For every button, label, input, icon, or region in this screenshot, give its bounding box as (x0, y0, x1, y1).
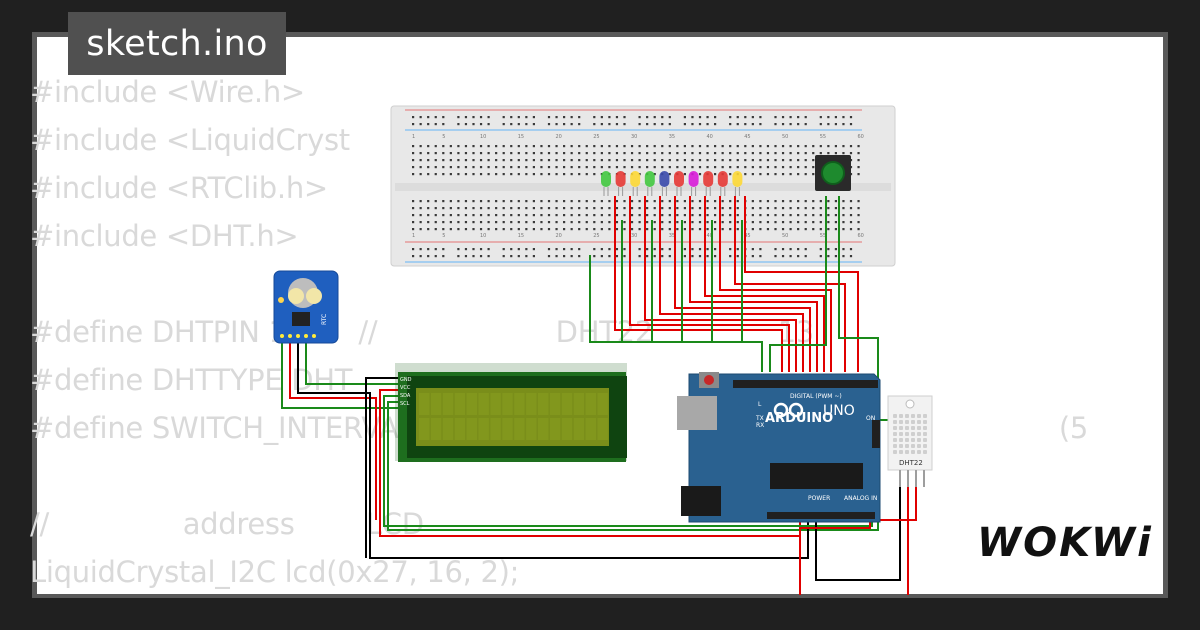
led (630, 171, 641, 196)
on-label: ON (866, 415, 875, 422)
code-line: #include <RTClib.h> (30, 171, 328, 205)
code-line: LiquidCrystal_I2C lcd(0x27, 16, 2); (30, 555, 520, 589)
sketch-filename-tab[interactable]: sketch.ino (68, 12, 286, 75)
breadboard-number: 5 (442, 134, 445, 140)
breadboard-number: 5 (442, 233, 445, 239)
breadboard-number: 40 (706, 134, 712, 140)
breadboard-number: 10 (480, 134, 486, 140)
led (703, 171, 714, 196)
power-label: POWER (808, 495, 830, 502)
breadboard-number: 25 (593, 134, 599, 140)
breadboard-number: 55 (820, 134, 826, 140)
led (688, 171, 699, 196)
tx-label: TX (755, 415, 764, 422)
breadboard-number: 45 (744, 233, 750, 239)
lcd-pin-sda: SDA (400, 393, 411, 399)
breadboard-number: 15 (518, 233, 524, 239)
arduino-uno: ARDUINO UNO DIGITAL (PWM ~) POWER ANALOG… (677, 372, 881, 523)
breadboard-number: 60 (857, 233, 863, 239)
breadboard-number: 60 (857, 134, 863, 140)
breadboard-number: 50 (782, 233, 788, 239)
breadboard-number: 30 (631, 233, 637, 239)
breadboard-number: 50 (782, 134, 788, 140)
dht22-sensor: DHT22 (887, 395, 933, 487)
l-label: L (758, 401, 762, 408)
wires (281, 196, 925, 595)
code-line: #define DHTTYPE DHT (30, 363, 353, 397)
breadboard-number: 55 (820, 233, 826, 239)
analog-label: ANALOG IN (844, 495, 877, 502)
dht-label: DHT22 (899, 459, 923, 467)
breadboard-number: 1 (412, 233, 415, 239)
lcd-pin-gnd: GND (400, 377, 412, 383)
led (601, 171, 611, 196)
breadboard-number: 30 (631, 134, 637, 140)
breadboard-number: 10 (480, 233, 486, 239)
lcd-pin-scl: SCL (400, 401, 410, 407)
lcd-display: GND VCC SDA SCL (395, 363, 627, 462)
breadboard-number: 25 (593, 233, 599, 239)
breadboard-number: 35 (669, 233, 675, 239)
rx-label: RX (756, 422, 764, 429)
rtc-module: RTC (273, 270, 339, 344)
led (615, 171, 626, 196)
led (644, 171, 655, 196)
code-line: #include <DHT.h> (30, 219, 299, 253)
led (659, 171, 670, 196)
code-line: #include <Wire.h> (30, 75, 305, 109)
code-editor-preview: #include <Wire.h> #include <LiquidCryst #i… (30, 68, 1088, 596)
breadboard-number: 35 (669, 134, 675, 140)
breadboard-number: 40 (706, 233, 712, 239)
breadboard-number: 20 (555, 134, 561, 140)
breadboard-number: 15 (518, 134, 524, 140)
breadboard-number: 1 (412, 134, 415, 140)
breadboard: 1155101015152020252530303535404045455050… (390, 105, 896, 267)
code-line: #include <LiquidCryst (30, 123, 350, 157)
led (732, 171, 743, 196)
breadboard-number: 45 (744, 134, 750, 140)
wokwi-logo: WOKWi (977, 520, 1153, 566)
push-button[interactable] (815, 155, 851, 191)
breadboard-number: 20 (555, 233, 561, 239)
led (674, 171, 684, 196)
digital-pins-label: DIGITAL (PWM ~) (790, 393, 842, 400)
lcd-pin-vcc: VCC (400, 385, 411, 391)
rtc-label: RTC (321, 314, 328, 325)
arduino-model-label: UNO (823, 403, 855, 419)
led (717, 171, 728, 196)
led-row (601, 171, 743, 196)
